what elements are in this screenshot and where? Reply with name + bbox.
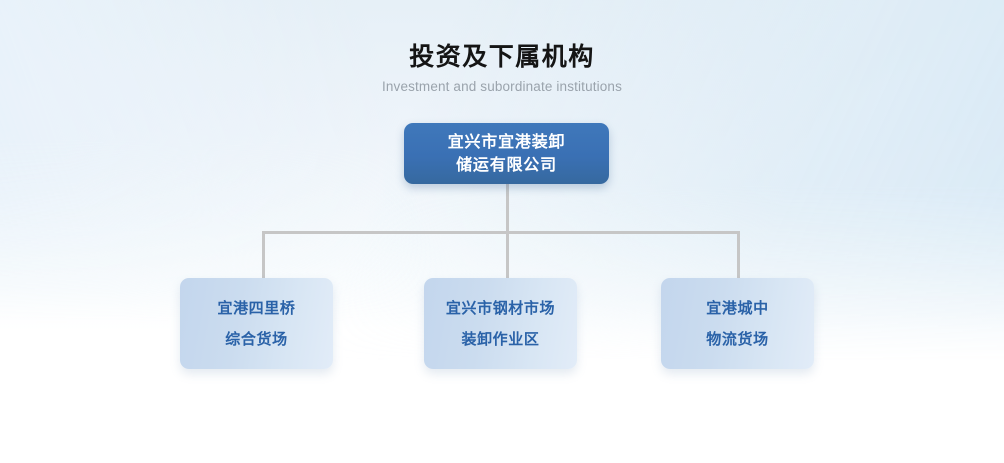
org-node-root-line-2: 储运有限公司 (456, 156, 557, 174)
page-title: 投资及下属机构 (409, 43, 595, 71)
org-node-child-1-line-2: 装卸作业区 (461, 330, 540, 348)
org-node-child-siliqiao[interactable]: 宜港四里桥 综合货场 (180, 278, 333, 369)
org-node-child-0-line-1: 宜港四里桥 (217, 299, 296, 317)
connector-drop-right (737, 231, 740, 279)
org-node-root[interactable]: 宜兴市宜港装卸 储运有限公司 (404, 123, 609, 184)
org-node-child-0-line-2: 综合货场 (225, 330, 288, 348)
org-node-child-1-line-1: 宜兴市钢材市场 (445, 299, 556, 317)
org-node-child-steel-market[interactable]: 宜兴市钢材市场 装卸作业区 (424, 278, 577, 369)
org-node-child-2-line-2: 物流货场 (706, 330, 769, 348)
connector-trunk-vertical (506, 183, 509, 279)
page-subtitle: Investment and subordinate institutions (382, 79, 622, 94)
page-heading: 投资及下属机构 Investment and subordinate insti… (0, 42, 1004, 95)
connector-horizontal-bus (262, 231, 740, 234)
org-node-root-line-1: 宜兴市宜港装卸 (447, 133, 566, 151)
org-node-child-2-line-1: 宜港城中 (706, 299, 769, 317)
org-node-child-chengzhong[interactable]: 宜港城中 物流货场 (661, 278, 814, 369)
connector-drop-left (262, 231, 265, 279)
